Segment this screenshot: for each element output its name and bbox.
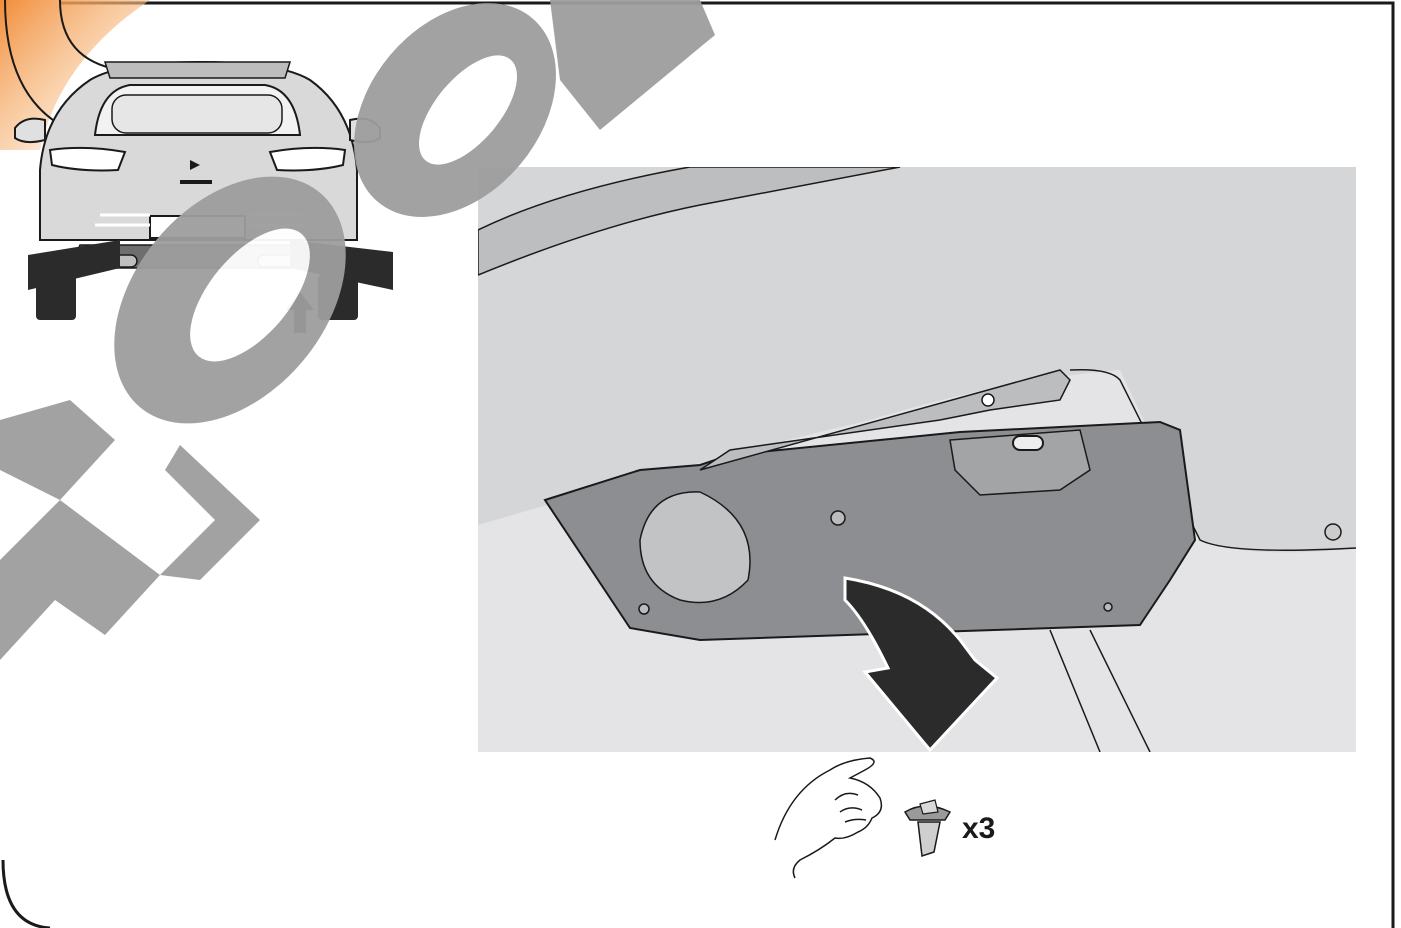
plastic-clip-icon [903, 799, 952, 858]
hand-icon [774, 757, 883, 879]
clip-quantity-label: x3 [962, 812, 996, 845]
removal-arrow-icon [843, 576, 1000, 753]
watermark [0, 0, 715, 660]
